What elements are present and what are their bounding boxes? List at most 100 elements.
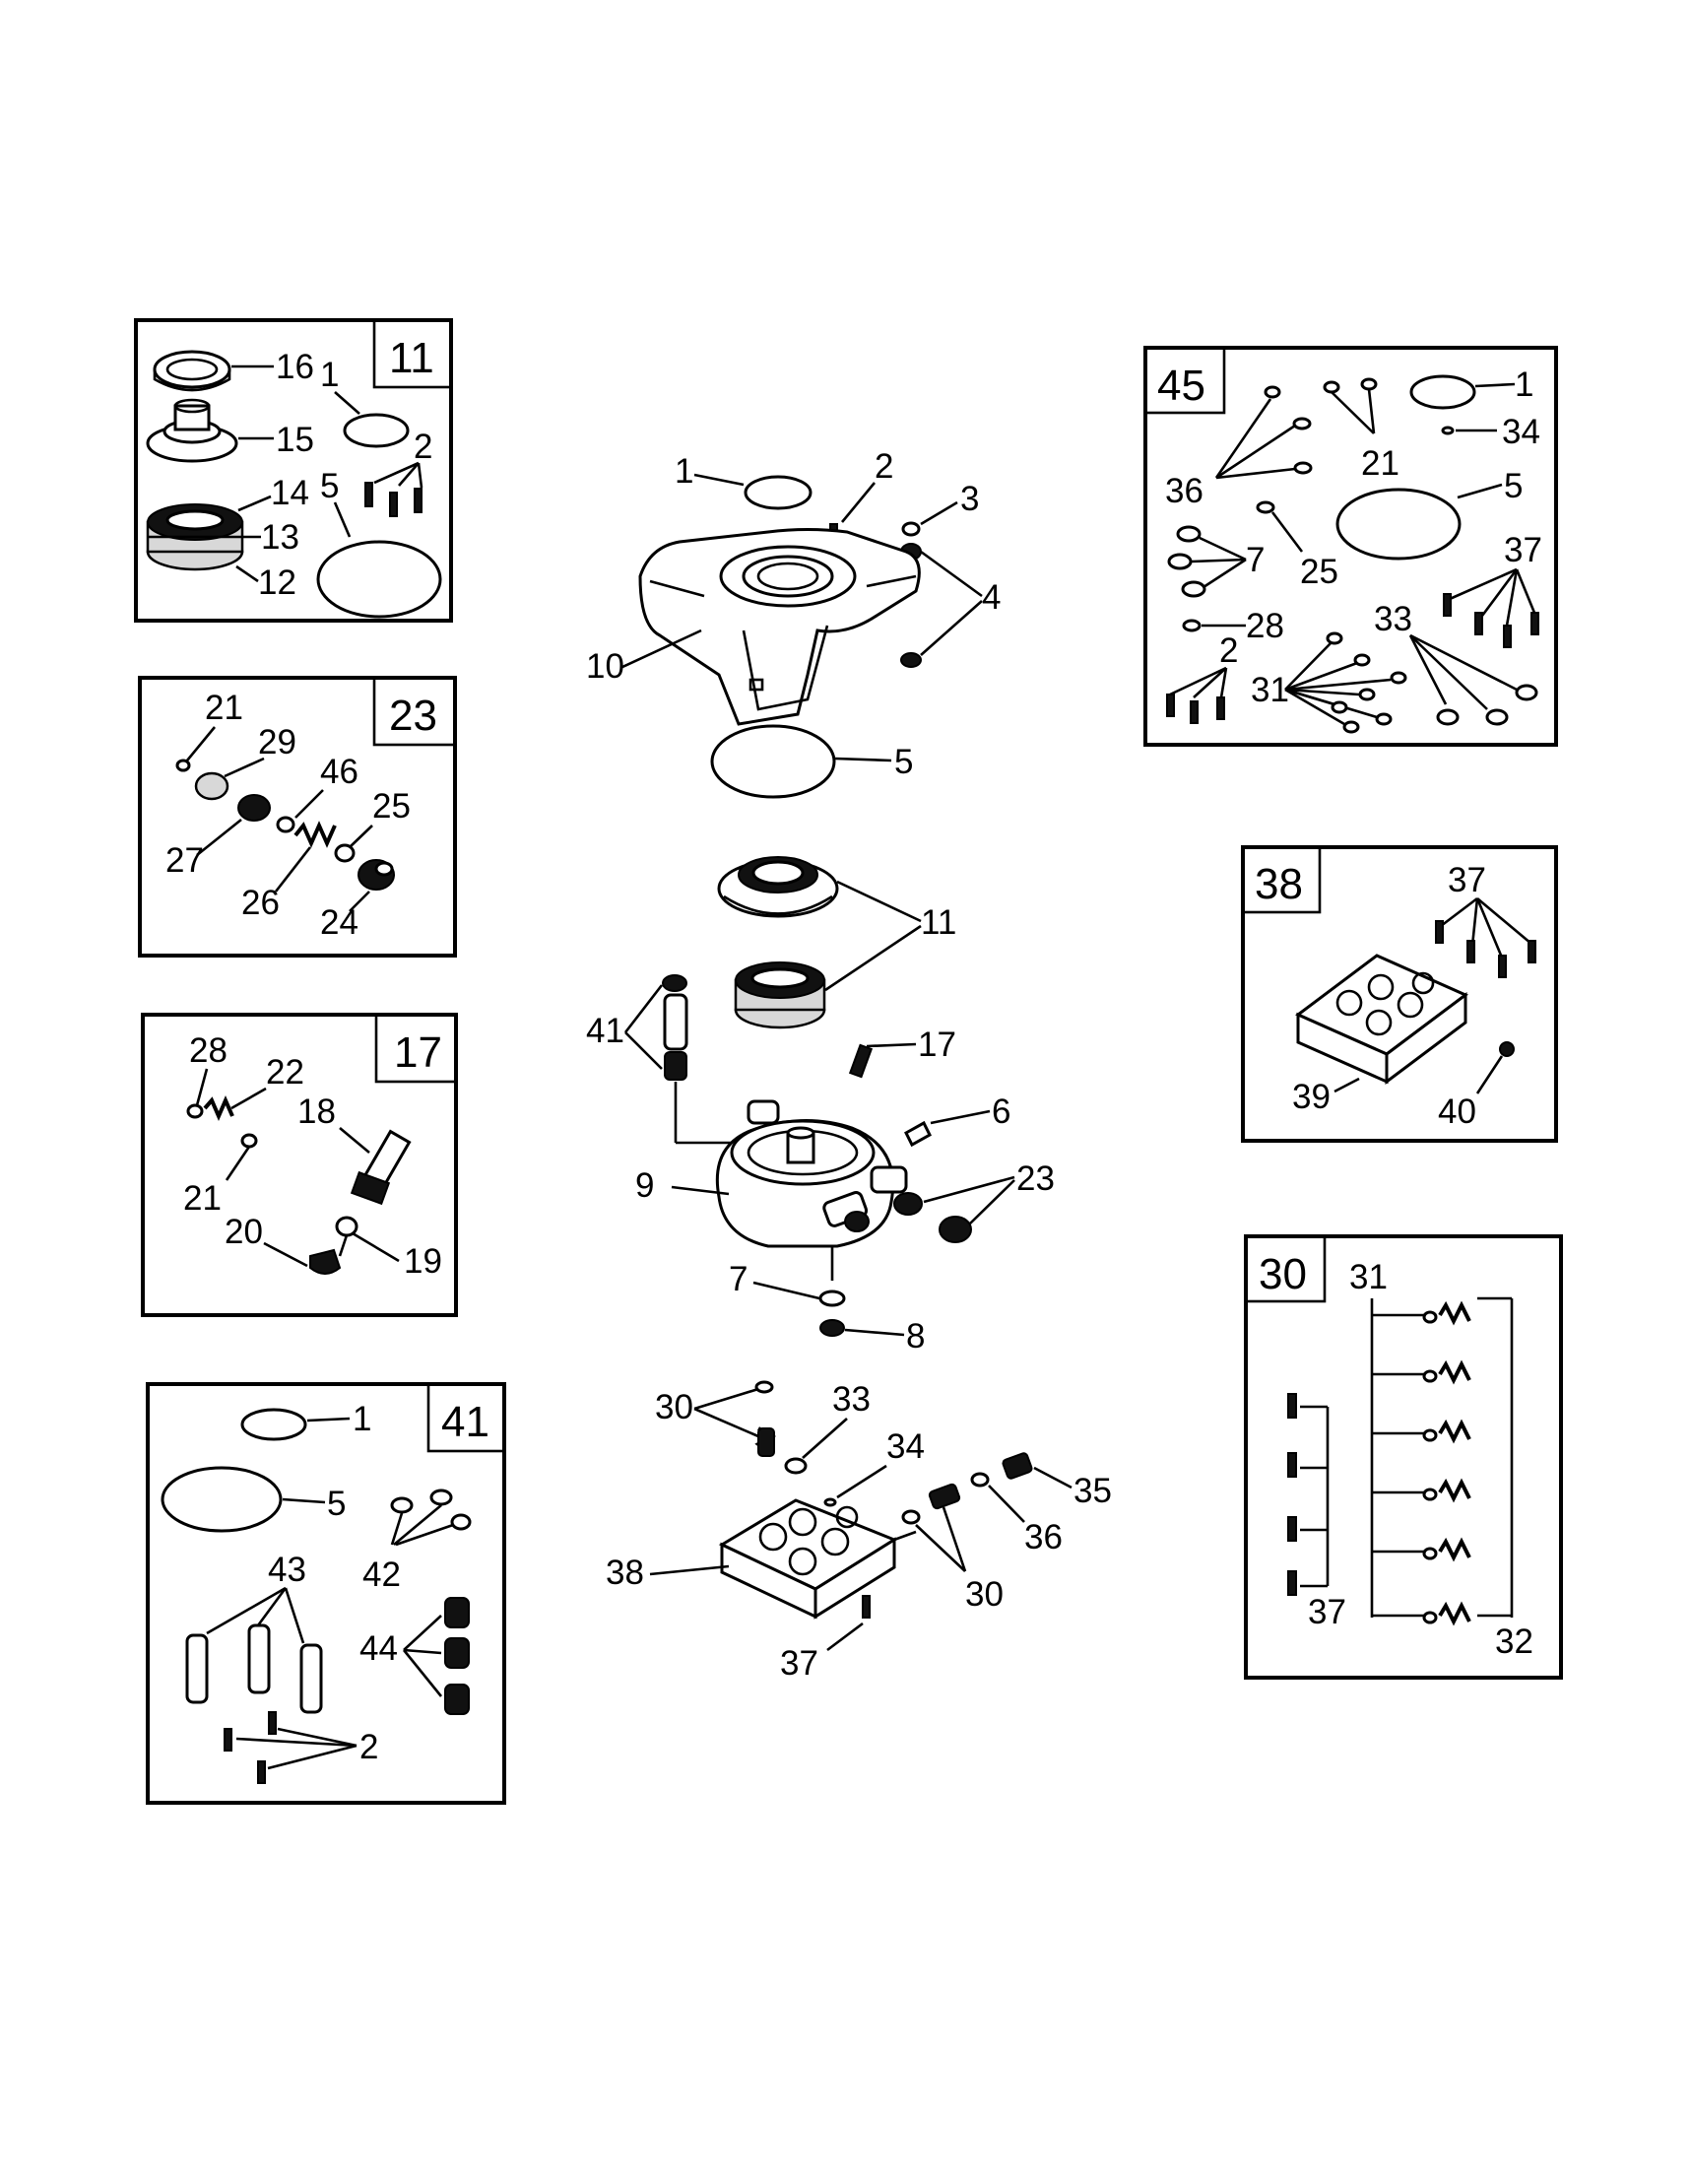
kit-45-label-7: 7 bbox=[1246, 541, 1265, 579]
kit-11-label-5: 5 bbox=[320, 467, 339, 505]
kit-38-number: 38 bbox=[1255, 860, 1303, 908]
kit-23-label-27: 27 bbox=[165, 841, 204, 880]
kit-38-panel: 38 37 39 40 bbox=[1241, 845, 1558, 1143]
kit-38-label-40: 40 bbox=[1438, 1092, 1476, 1131]
kit-41-panel: 41 1 5 42 43 44 bbox=[146, 1382, 506, 1805]
kit-17-number: 17 bbox=[394, 1028, 442, 1077]
screw-icons bbox=[224, 1711, 277, 1784]
assembly-label-8: 8 bbox=[906, 1317, 925, 1356]
kit-17-label-20: 20 bbox=[225, 1213, 263, 1251]
kit-45-label-36: 36 bbox=[1165, 472, 1203, 510]
screw-icons bbox=[1166, 694, 1225, 724]
kit-11-label-12: 12 bbox=[258, 563, 296, 602]
screw-icons bbox=[1435, 920, 1536, 978]
assembly-label-36: 36 bbox=[1024, 1518, 1063, 1556]
kit-45-label-1: 1 bbox=[1515, 365, 1533, 404]
seal-ring-part bbox=[153, 350, 231, 392]
crankcase-flange-part bbox=[638, 528, 921, 726]
kit-45-label-34: 34 bbox=[1502, 413, 1540, 451]
kit-23-label-29: 29 bbox=[258, 723, 296, 761]
assembly-label-34: 34 bbox=[886, 1427, 925, 1466]
kit-45-label-37: 37 bbox=[1504, 531, 1542, 569]
kit-45-number: 45 bbox=[1157, 362, 1205, 410]
kit-45-label-33: 33 bbox=[1374, 600, 1412, 638]
kit-45-label-2: 2 bbox=[1219, 631, 1238, 670]
o-ring-large bbox=[316, 540, 442, 619]
kit-17-label-28: 28 bbox=[189, 1031, 228, 1070]
manifold-part bbox=[718, 1498, 917, 1620]
kit-45-label-5: 5 bbox=[1504, 467, 1523, 505]
assembly-label-9: 9 bbox=[635, 1166, 654, 1205]
assembly-label-4: 4 bbox=[982, 578, 1001, 617]
kit-41-label-42: 42 bbox=[362, 1555, 401, 1594]
kit-11-label-15: 15 bbox=[276, 421, 314, 459]
kit-23-label-46: 46 bbox=[320, 753, 358, 791]
kit-11-label-1: 1 bbox=[320, 356, 339, 394]
assembly-label-37: 37 bbox=[780, 1644, 818, 1683]
seal-retainer-parts bbox=[717, 856, 839, 1029]
kit-30-label-31: 31 bbox=[1349, 1258, 1388, 1296]
kit-11-number: 11 bbox=[389, 334, 434, 382]
kit-41-label-5: 5 bbox=[327, 1485, 346, 1523]
kit-17-label-18: 18 bbox=[297, 1092, 336, 1131]
assembly-label-30-top: 30 bbox=[655, 1388, 693, 1426]
spring-part bbox=[293, 821, 337, 848]
screw-icons bbox=[1443, 593, 1539, 648]
kit-30-label-32: 32 bbox=[1495, 1622, 1533, 1661]
o-ring-small bbox=[343, 413, 410, 448]
plunger-icons bbox=[185, 1623, 323, 1714]
assembly-label-7: 7 bbox=[729, 1260, 748, 1298]
small-o-ring bbox=[175, 759, 191, 772]
kit-45-panel: 45 1 34 21 36 5 7 25 37 bbox=[1143, 346, 1558, 747]
unloader-stem bbox=[350, 1129, 412, 1206]
kit-38-label-39: 39 bbox=[1292, 1078, 1331, 1116]
main-assembly: 1 2 3 4 10 5 bbox=[586, 447, 1112, 1683]
kit-11-label-16: 16 bbox=[276, 348, 314, 386]
kit-45-label-31: 31 bbox=[1251, 671, 1289, 709]
kit-11-panel: 11 16 1 15 2 bbox=[134, 318, 453, 623]
kit-41-label-2: 2 bbox=[359, 1728, 378, 1766]
kit-23-label-26: 26 bbox=[241, 884, 280, 922]
kit-41-label-1: 1 bbox=[353, 1400, 371, 1438]
retainer-part bbox=[146, 398, 238, 463]
kit-17-label-21: 21 bbox=[183, 1179, 222, 1218]
pump-head-part bbox=[715, 1099, 908, 1248]
kit-41-label-43: 43 bbox=[268, 1551, 306, 1589]
screw-icons bbox=[1287, 1393, 1297, 1596]
assembly-label-11: 11 bbox=[921, 903, 956, 942]
kit-45-label-21: 21 bbox=[1361, 444, 1399, 483]
assembly-label-33: 33 bbox=[832, 1380, 871, 1419]
seal-stack-part bbox=[146, 503, 244, 571]
assembly-label-17: 17 bbox=[918, 1026, 956, 1064]
kit-41-label-44: 44 bbox=[359, 1629, 398, 1668]
kit-17-label-19: 19 bbox=[404, 1242, 442, 1281]
kit-23-number: 23 bbox=[389, 692, 437, 740]
cap-part bbox=[309, 1248, 342, 1275]
seal-icons bbox=[444, 1597, 470, 1715]
assembly-label-3: 3 bbox=[960, 480, 979, 518]
assembly-label-23: 23 bbox=[1016, 1159, 1055, 1198]
valve-springs bbox=[1372, 1300, 1471, 1626]
plug-part bbox=[358, 859, 395, 891]
kit-23-panel: 23 21 29 46 25 27 26 24 bbox=[138, 676, 457, 958]
assembly-label-2: 2 bbox=[875, 447, 893, 486]
kit-30-label-37: 37 bbox=[1308, 1593, 1346, 1631]
assembly-label-6: 6 bbox=[992, 1092, 1010, 1131]
o-ring-small bbox=[240, 1408, 307, 1441]
kit-45-label-25: 25 bbox=[1300, 553, 1338, 591]
assembly-label-38: 38 bbox=[606, 1554, 644, 1592]
screw-icons bbox=[364, 482, 423, 517]
o-ring-large bbox=[161, 1466, 283, 1533]
kit-11-label-2: 2 bbox=[414, 428, 432, 466]
kit-23-label-21: 21 bbox=[205, 689, 243, 727]
assembly-label-30-bottom: 30 bbox=[965, 1575, 1004, 1614]
kit-45-label-28: 28 bbox=[1246, 607, 1284, 645]
valve-seat bbox=[194, 771, 229, 801]
kit-30-number: 30 bbox=[1259, 1250, 1307, 1298]
kit-11-label-14: 14 bbox=[271, 474, 309, 512]
spring-small bbox=[203, 1095, 234, 1121]
kit-23-label-25: 25 bbox=[372, 787, 411, 826]
assembly-label-1: 1 bbox=[675, 452, 693, 491]
assembly-label-35: 35 bbox=[1073, 1472, 1112, 1510]
